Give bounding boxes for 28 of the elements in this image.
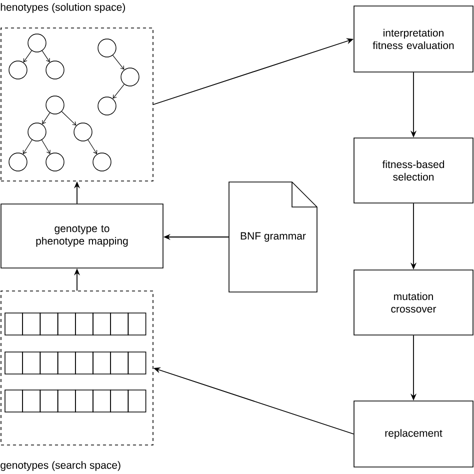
tree-node-circle [8,60,28,80]
tree-node-circle [46,60,64,80]
tree-node-circle [8,152,28,172]
tree-node-circle [98,96,116,116]
process-box: mutation crossover [354,270,474,336]
arrow [112,55,124,70]
tree-node-circle [74,122,92,142]
arrow [22,140,32,154]
arrow [42,50,50,62]
tree-node-circle [120,68,140,86]
group-label: genotypes (search space) [0,461,120,471]
arrow [88,140,98,154]
arrow [112,84,124,99]
arrow [42,112,50,124]
tree-node-circle [46,96,64,114]
arrow [42,140,50,154]
process-box: genotype to phenotype mapping [0,204,164,268]
tree-node-circle [46,152,64,172]
tree-node-circle [28,122,46,142]
arrow [61,111,76,126]
tree-node-circle [98,38,116,58]
tree-node-circle [92,152,112,172]
process-box: replacement [354,400,474,468]
process-box: interpretation fitness evaluation [354,6,474,72]
arrow [23,50,32,62]
process-box: fitness-based selection [354,138,474,204]
tree-node-circle [28,34,46,52]
group-label: henotypes (solution space) [0,3,125,13]
